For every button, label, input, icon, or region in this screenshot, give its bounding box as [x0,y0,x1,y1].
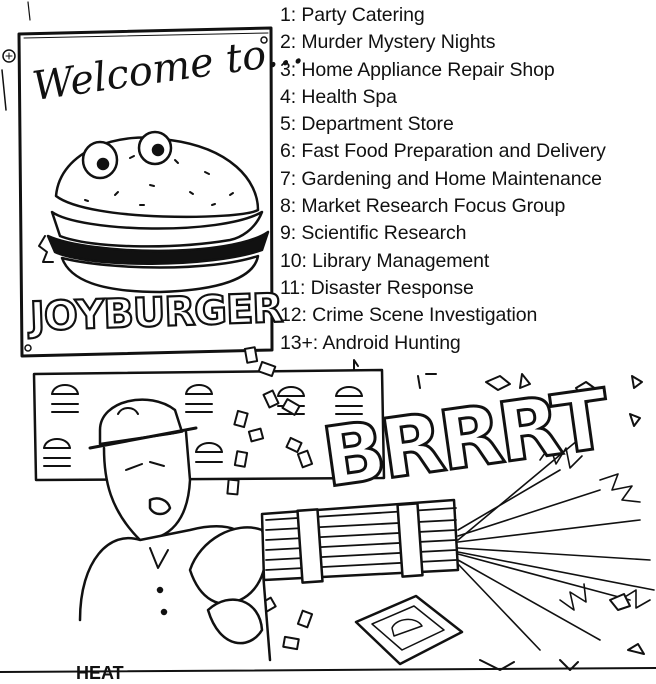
character [78,398,272,662]
job-list: 1: Party Catering 2: Murder Mystery Nigh… [280,2,606,357]
floor-label: HEAT [76,663,124,683]
list-item: 5: Department Store [280,113,454,136]
list-item: 9: Scientific Research [280,222,467,245]
tray [354,594,464,666]
list-item: 3: Home Appliance Repair Shop [280,58,555,81]
sign-brand-logo: JOYBURGER [28,285,284,342]
counter-line [0,659,656,673]
list-item: 2: Murder Mystery Nights [280,31,496,54]
burger-mascot [38,130,270,294]
list-item: 8: Market Research Focus Group [280,195,566,218]
muzzle-blast [457,429,655,651]
list-item: 4: Health Spa [280,85,397,108]
minigun [260,498,460,584]
corner-doodle [1,1,31,111]
list-item: 6: Fast Food Preparation and Delivery [280,140,606,163]
welcome-sign [17,26,274,358]
list-item: 7: Gardening and Home Maintenance [280,167,602,190]
list-item: 11: Disaster Response [280,276,474,299]
sparks [417,373,645,655]
list-item: 1: Party Catering [280,4,425,26]
list-item: 12: Crime Scene Investigation [280,304,538,327]
list-item: 13+: Android Hunting [280,331,461,354]
list-item: 10: Library Management [280,249,490,272]
flying-debris [226,346,314,651]
